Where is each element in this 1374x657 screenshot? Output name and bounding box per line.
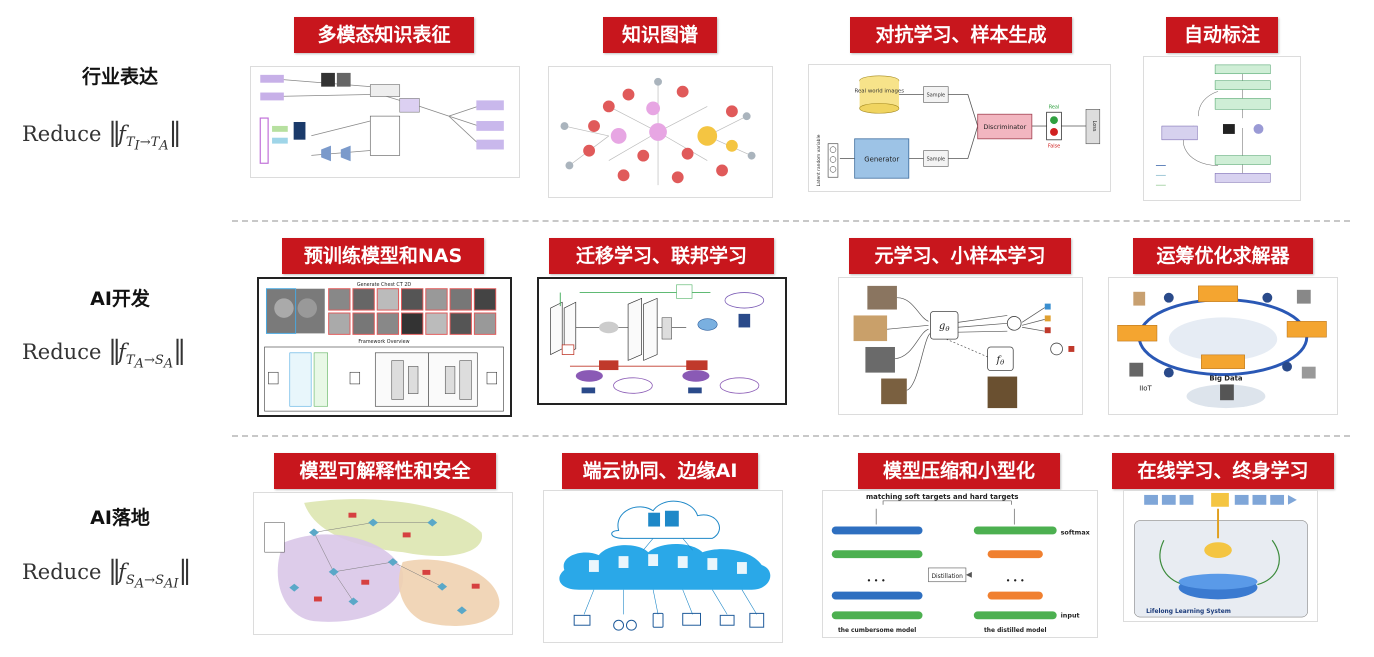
diagram-knowledge-graph <box>548 66 773 198</box>
gan-graphic: Real world images Sample Generator Sampl… <box>816 75 1101 186</box>
meta-learning-graphic: gθ fθ <box>853 285 1075 409</box>
gan-real-label: Real world images <box>854 89 904 95</box>
cell-title-compression: 模型压缩和小型化 <box>858 453 1060 489</box>
row-formula-industry: Reduce ‖fTI→TA‖ <box>22 118 182 154</box>
row-title: AI开发 <box>90 288 150 310</box>
diagram-edge-cloud <box>543 490 783 643</box>
svg-text:fθ: fθ <box>996 355 1006 367</box>
gan-generator-label: Generator <box>864 155 899 163</box>
cell-title-or-solver: 运筹优化求解器 <box>1133 238 1313 274</box>
row-title: AI落地 <box>90 507 150 529</box>
gan-sample-label: Sample <box>927 93 945 99</box>
gan-real-output: Real <box>1049 104 1060 110</box>
row-label-industry: 行业表达 <box>0 62 240 89</box>
diagram-auto-label <box>1143 56 1301 201</box>
cell-title-interpretability: 模型可解释性和安全 <box>274 453 496 489</box>
diagram-gan: Real world images Sample Generator Sampl… <box>808 64 1111 192</box>
transfer-graphic <box>550 284 765 394</box>
lifelong-system-label: Lifelong Learning System <box>1146 609 1231 615</box>
row-separator <box>232 220 1350 222</box>
diagram-meta-learning: gθ fθ <box>838 277 1083 415</box>
pretrain-graphic: Generate Chest CT 2D Framework Overview <box>264 282 504 412</box>
lifelong-graphic: Lifelong Learning System <box>1134 492 1308 618</box>
distill-softmax-label: softmax <box>1061 528 1091 536</box>
distill-teacher-label: the cumbersome model <box>838 628 916 634</box>
svg-text:• • •: • • • <box>867 577 886 586</box>
row-formula-ai-dev: Reduce ‖fTA→SA‖ <box>22 336 186 372</box>
or-solver-graphic: IIoT Big Data <box>1117 285 1327 409</box>
pretrain-top-caption: Generate Chest CT 2D <box>357 282 412 288</box>
row-title: 行业表达 <box>81 66 158 88</box>
diagram-transfer-federated <box>537 277 787 405</box>
row-formula-ai-deploy: Reduce ‖fSA→SAI‖ <box>22 556 192 592</box>
diagram-or-solver: IIoT Big Data <box>1108 277 1338 415</box>
cell-title-meta-learning: 元学习、小样本学习 <box>849 238 1071 274</box>
diagram-compression: matching soft targets and hard targets •… <box>822 490 1098 638</box>
gan-latent-label: Latent random variable <box>816 134 822 186</box>
row-separator <box>232 435 1350 437</box>
svg-text:• • •: • • • <box>1006 577 1025 586</box>
distill-student-label: the distilled model <box>984 628 1047 634</box>
gan-loss-label: Loss <box>1091 121 1097 132</box>
gan-fake-output: False <box>1048 144 1060 150</box>
ops-iiot-label: IIoT <box>1139 384 1152 392</box>
compression-graphic: matching soft targets and hard targets •… <box>831 493 1091 634</box>
cell-title-auto-label: 自动标注 <box>1166 17 1278 53</box>
row-label-ai-dev: AI开发 <box>0 284 240 311</box>
cell-title-gan: 对抗学习、样本生成 <box>850 17 1072 53</box>
edge-cloud-graphic <box>559 500 771 631</box>
ops-bigdata-label: Big Data <box>1209 374 1243 382</box>
knowledge-graph-graphic <box>560 77 756 186</box>
cell-title-multimodal: 多模态知识表征 <box>294 17 474 53</box>
cell-title-knowledge-graph: 知识图谱 <box>603 17 717 53</box>
diagram-multimodal <box>250 66 520 178</box>
pretrain-mid-caption: Framework Overview <box>358 339 409 345</box>
distill-arrow-label: Distillation <box>931 574 963 580</box>
gan-discriminator-label: Discriminator <box>983 123 1026 131</box>
cell-title-lifelong: 在线学习、终身学习 <box>1112 453 1334 489</box>
interpretability-graphic <box>264 499 500 626</box>
cell-title-transfer-federated: 迁移学习、联邦学习 <box>549 238 774 274</box>
auto-label-graphic <box>1155 64 1271 186</box>
svg-text:gθ: gθ <box>939 321 950 333</box>
diagram-pretrain-nas: Generate Chest CT 2D Framework Overview <box>257 277 512 417</box>
cell-title-edge-cloud: 端云协同、边缘AI <box>562 453 758 489</box>
diagram-interpretability <box>253 492 513 635</box>
gan-sample-label: Sample <box>927 156 945 162</box>
multimodal-graphic <box>259 72 504 164</box>
diagram-lifelong: Lifelong Learning System <box>1123 490 1318 622</box>
distill-top-caption: matching soft targets and hard targets <box>866 493 1019 501</box>
row-label-ai-deploy: AI落地 <box>0 503 240 530</box>
distill-input-label: input <box>1061 611 1080 619</box>
cell-title-pretrain-nas: 预训练模型和NAS <box>282 238 484 274</box>
